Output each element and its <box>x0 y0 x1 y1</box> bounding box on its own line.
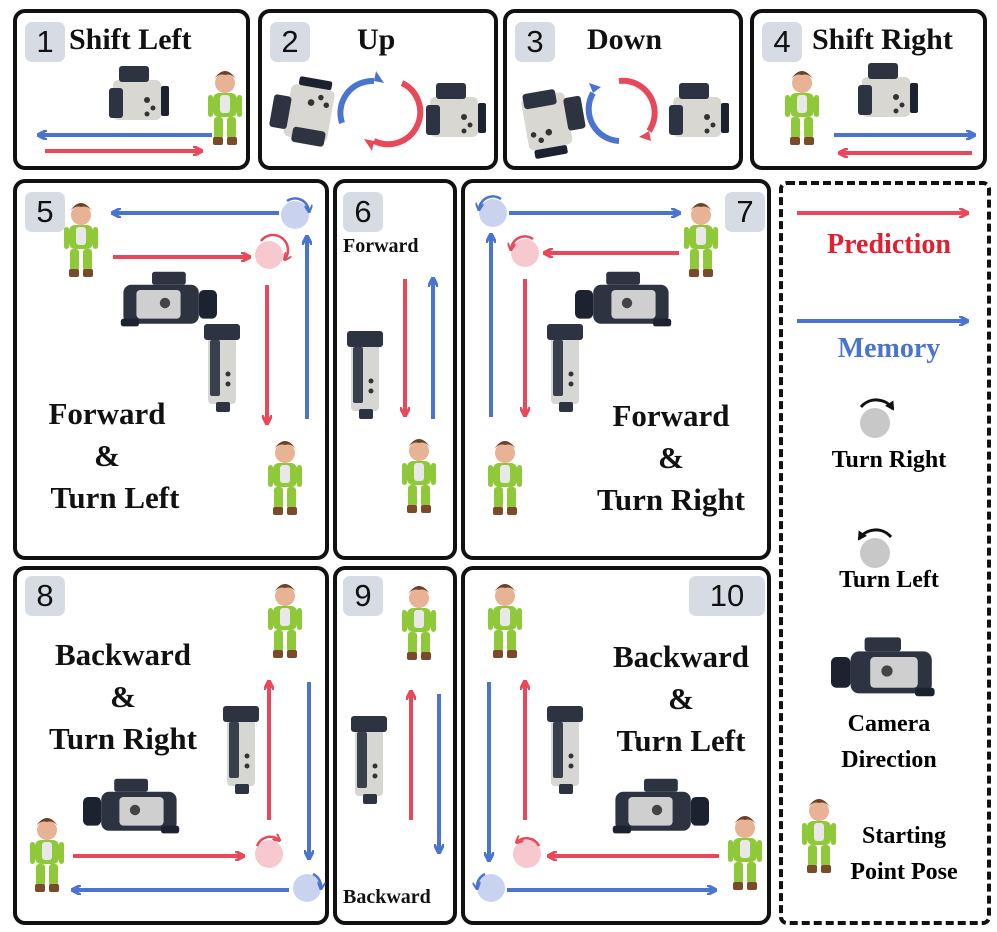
panel-number: 8 <box>25 576 65 616</box>
character-image <box>64 203 98 277</box>
motion-label-line2: & <box>94 438 120 473</box>
character-image <box>785 71 819 145</box>
panel-down: 3 Down <box>503 9 743 170</box>
panel-title: Shift Right <box>812 23 953 56</box>
motion-label-line3: Turn Right <box>49 721 197 756</box>
pose-circle-prediction <box>513 840 541 868</box>
camera-image <box>120 271 217 327</box>
motion-label-line3: Turn Left <box>50 480 180 515</box>
camera-image <box>204 324 240 412</box>
camera-image <box>858 63 918 117</box>
camera-direction-icon <box>831 637 935 697</box>
legend-turn-right-label: Turn Right <box>831 447 947 473</box>
camera-image <box>266 72 337 148</box>
camera-image <box>426 83 486 137</box>
legend-camera-direction-label-2: Direction <box>841 747 937 773</box>
motion-label-line1: Forward <box>48 396 166 431</box>
panel-number: 3 <box>515 22 555 62</box>
panel-number: 6 <box>343 192 383 232</box>
camera-image <box>575 271 672 327</box>
panel-title: Up <box>357 23 396 56</box>
panel-shift-left: 1 Shift Left <box>13 9 250 170</box>
pose-circle-memory <box>293 874 321 902</box>
pose-circle-prediction <box>511 239 539 267</box>
turn-left-icon <box>860 538 890 568</box>
motion-label: Backward <box>343 886 431 908</box>
prediction-rotate-arrow <box>372 80 424 148</box>
legend-turn-left-label: Turn Left <box>839 567 939 593</box>
camera-image <box>223 706 259 794</box>
turn-right-icon <box>860 408 890 438</box>
pose-circle-prediction <box>255 241 283 269</box>
character-image <box>268 584 302 658</box>
motion-label-line2: & <box>668 681 694 716</box>
panel-forward: 6 Forward <box>333 179 457 560</box>
motion-label-line1: Backward <box>54 637 192 672</box>
camera-image <box>547 706 583 794</box>
legend-memory-label: Memory <box>837 333 941 364</box>
panel-number: 1 <box>25 22 65 62</box>
panel-forward-turn-left: 5 Forward & Turn Left <box>13 179 329 560</box>
legend-starting-label-2: Point Pose <box>850 859 958 885</box>
motion-label-line2: & <box>110 679 136 714</box>
camera-image <box>83 778 180 834</box>
panel-number: 5 <box>25 192 65 232</box>
legend-starting-label-1: Starting <box>862 823 946 849</box>
panel-title: Shift Left <box>69 23 192 56</box>
character-image <box>402 439 436 513</box>
panel-backward: 9 Backward <box>333 566 457 925</box>
panel-number: 4 <box>762 22 802 62</box>
panel-shift-right: 4 Shift Right <box>750 9 987 170</box>
panel-up: 2 Up <box>258 9 498 170</box>
panel-backward-turn-left: 10 Backward & Turn Left <box>461 566 771 925</box>
motion-label-line2: & <box>658 440 684 475</box>
motion-label-line1: Backward <box>612 639 750 674</box>
panel-title: Down <box>587 23 663 56</box>
pose-circle-memory <box>479 199 507 227</box>
panel-number: 2 <box>270 22 310 62</box>
panel-number: 10 <box>689 576 765 616</box>
character-image <box>684 203 718 277</box>
camera-image <box>347 331 383 419</box>
camera-image <box>669 83 729 137</box>
memory-rotate-arrow <box>337 77 375 124</box>
panel-number: 9 <box>343 576 383 616</box>
character-image <box>30 818 64 892</box>
pose-circle-memory <box>477 874 505 902</box>
motion-label-line3: Turn Right <box>597 482 745 517</box>
legend-panel: Prediction Memory Turn Right Turn Left C… <box>779 181 991 925</box>
legend-prediction-label: Prediction <box>827 229 951 260</box>
panel-number: 7 <box>725 192 765 232</box>
motion-label: Forward <box>343 235 419 257</box>
prediction-rotate-arrow <box>618 77 658 133</box>
panel-forward-turn-right: 7 Forward & Turn Right <box>461 179 771 560</box>
panel-backward-turn-right: 8 Backward & Turn Right <box>13 566 329 925</box>
pose-circle-memory <box>281 201 309 229</box>
camera-image <box>612 778 709 834</box>
character-image <box>402 586 436 660</box>
character-image <box>728 816 762 890</box>
camera-image <box>109 66 169 120</box>
memory-rotate-arrow <box>585 91 620 144</box>
character-image <box>268 441 302 515</box>
camera-image <box>547 324 583 412</box>
character-image <box>488 584 522 658</box>
character-image <box>488 441 522 515</box>
camera-image <box>519 84 590 160</box>
character-image <box>208 71 242 145</box>
motion-label-line3: Turn Left <box>616 723 746 758</box>
pose-circle-prediction <box>255 840 283 868</box>
legend-camera-direction-label-1: Camera <box>847 711 931 737</box>
motion-label-line1: Forward <box>612 398 730 433</box>
camera-image <box>351 716 387 804</box>
